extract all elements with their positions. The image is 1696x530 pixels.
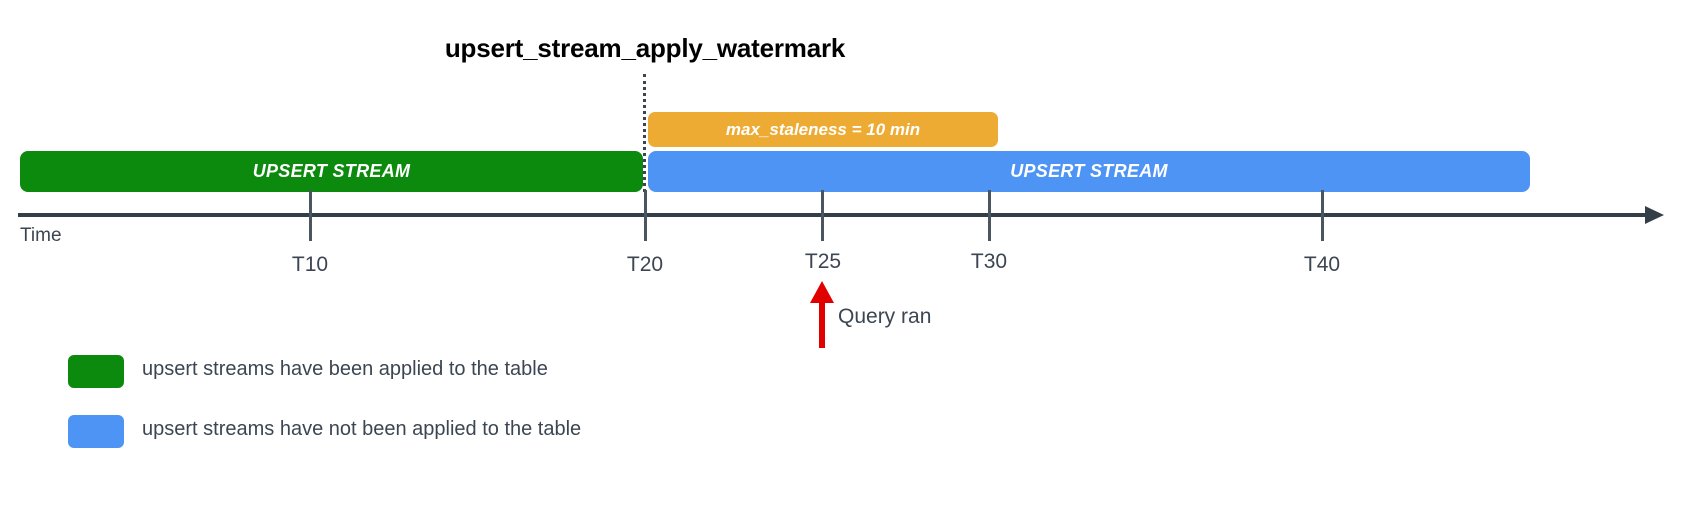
- axis-tick-t25: [821, 190, 824, 241]
- legend-swatch-applied-icon: [68, 355, 124, 388]
- axis-tick-label-t25: T25: [804, 250, 842, 273]
- axis-tick-t10: [309, 190, 312, 241]
- axis-tick-label-t20: T20: [626, 253, 664, 276]
- legend-label-not-applied: upsert streams have not been applied to …: [142, 418, 582, 440]
- axis-tick-label-t30: T30: [970, 250, 1008, 273]
- max-staleness-label: max_staleness = 10 min: [725, 119, 921, 139]
- upsert-stream-bar-not-applied-label: UPSERT STREAM: [1010, 161, 1168, 181]
- page-title: upsert_stream_apply_watermark: [444, 33, 846, 63]
- watermark-dotted-line: [643, 74, 646, 192]
- query-ran-arrow-stem: [819, 298, 825, 348]
- upsert-stream-bar-not-applied: UPSERT STREAM: [648, 151, 1530, 192]
- query-ran-arrow-up-icon: [810, 281, 834, 303]
- legend-label-applied: upsert streams have been applied to the …: [142, 358, 548, 380]
- upsert-stream-bar-applied-label: UPSERT STREAM: [252, 161, 411, 181]
- axis-tick-t40: [1321, 190, 1324, 241]
- axis-tick-t30: [988, 190, 991, 241]
- time-axis-arrow-icon: [1645, 206, 1664, 224]
- max-staleness-badge: max_staleness = 10 min: [648, 112, 998, 147]
- time-axis-line: [18, 213, 1652, 217]
- axis-tick-label-t10: T10: [291, 253, 329, 276]
- query-ran-label: Query ran: [838, 305, 932, 328]
- time-axis-caption: Time: [20, 225, 62, 246]
- legend-swatch-not-applied-icon: [68, 415, 124, 448]
- upsert-stream-bar-applied: UPSERT STREAM: [20, 151, 643, 192]
- axis-tick-label-t40: T40: [1303, 253, 1341, 276]
- axis-tick-t20: [644, 190, 647, 241]
